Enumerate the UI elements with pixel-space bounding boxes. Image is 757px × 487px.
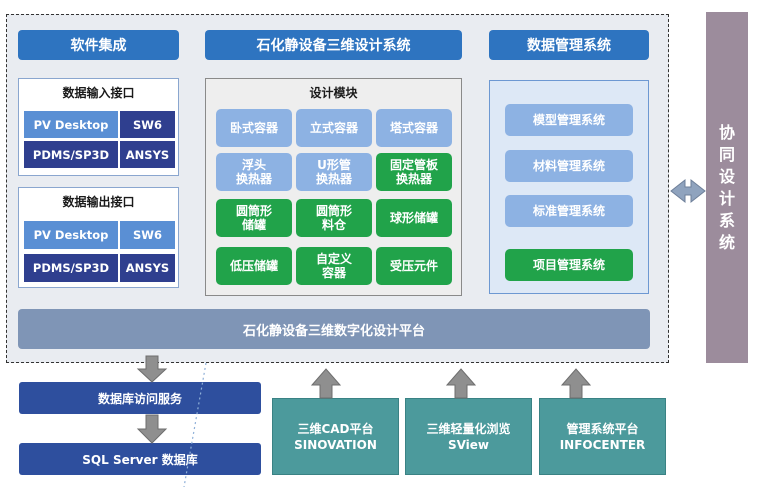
dotted-guide-line <box>183 362 207 487</box>
mgmt-model: 模型管理系统 <box>505 104 633 136</box>
module-pressure-component: 受压元件 <box>376 247 452 285</box>
design-module-panel: 设计模块 卧式容器 立式容器 塔式容器 浮头 换热器 U形管 换热器 固定管板 … <box>205 78 462 296</box>
input-sw6: SW6 <box>120 111 175 138</box>
module-horizontal-vessel: 卧式容器 <box>216 109 292 147</box>
output-sw6: SW6 <box>120 221 175 249</box>
sview-viewer: 三维轻量化浏览 SView <box>405 398 532 475</box>
module-cylindrical-silo: 圆筒形 料仓 <box>296 199 372 237</box>
module-vertical-vessel: 立式容器 <box>296 109 372 147</box>
module-floating-head-exchanger: 浮头 换热器 <box>216 153 292 191</box>
arrow-up-infocenter <box>560 368 592 399</box>
input-interface-title: 数据输入接口 <box>62 86 135 100</box>
output-interface-title: 数据输出接口 <box>62 195 135 209</box>
management-panel: 模型管理系统 材料管理系统 标准管理系统 项目管理系统 <box>489 80 649 294</box>
arrow-up-sview <box>445 368 477 399</box>
collab-label: 协 同 设 计 系 统 <box>718 122 735 252</box>
header-data-management: 数据管理系统 <box>489 30 649 60</box>
cad-platform-sinovation: 三维CAD平台 SINOVATION <box>272 398 399 475</box>
module-low-pressure-tank: 低压储罐 <box>216 247 292 285</box>
arrow-down-to-db-access <box>136 355 168 383</box>
output-interface-panel: 数据输出接口 PV Desktop SW6 PDMS/SP3D ANSYS <box>18 187 179 288</box>
input-ansys: ANSYS <box>120 141 175 168</box>
arrow-down-to-sql <box>136 414 168 444</box>
design-module-title: 设计模块 <box>309 86 358 100</box>
output-pv-desktop: PV Desktop <box>24 221 118 249</box>
module-cylindrical-tank: 圆筒形 储罐 <box>216 199 292 237</box>
module-u-tube-exchanger: U形管 换热器 <box>296 153 372 191</box>
collaborative-design-system: 协 同 设 计 系 统 <box>706 12 748 363</box>
module-spherical-tank: 球形储罐 <box>376 199 452 237</box>
header-main-system: 石化静设备三维设计系统 <box>205 30 462 60</box>
infocenter-platform: 管理系统平台 INFOCENTER <box>539 398 666 475</box>
arrow-bidirectional-collab <box>670 178 706 204</box>
mgmt-project: 项目管理系统 <box>505 249 633 281</box>
arrow-up-cad <box>310 368 342 399</box>
mgmt-standard: 标准管理系统 <box>505 195 633 227</box>
db-access-service: 数据库访问服务 <box>19 382 261 414</box>
output-ansys: ANSYS <box>120 254 175 282</box>
input-pv-desktop: PV Desktop <box>24 111 118 138</box>
header-software-integration: 软件集成 <box>18 30 179 60</box>
module-tower-vessel: 塔式容器 <box>376 109 452 147</box>
module-fixed-tubesheet-exchanger: 固定管板 换热器 <box>376 153 452 191</box>
output-pdms-sp3d: PDMS/SP3D <box>24 254 118 282</box>
sql-server-db: SQL Server 数据库 <box>19 443 261 475</box>
input-interface-panel: 数据输入接口 PV Desktop SW6 PDMS/SP3D ANSYS <box>18 78 179 176</box>
digital-design-platform: 石化静设备三维数字化设计平台 <box>18 309 650 349</box>
mgmt-material: 材料管理系统 <box>505 150 633 182</box>
input-pdms-sp3d: PDMS/SP3D <box>24 141 118 168</box>
module-custom-vessel: 自定义 容器 <box>296 247 372 285</box>
